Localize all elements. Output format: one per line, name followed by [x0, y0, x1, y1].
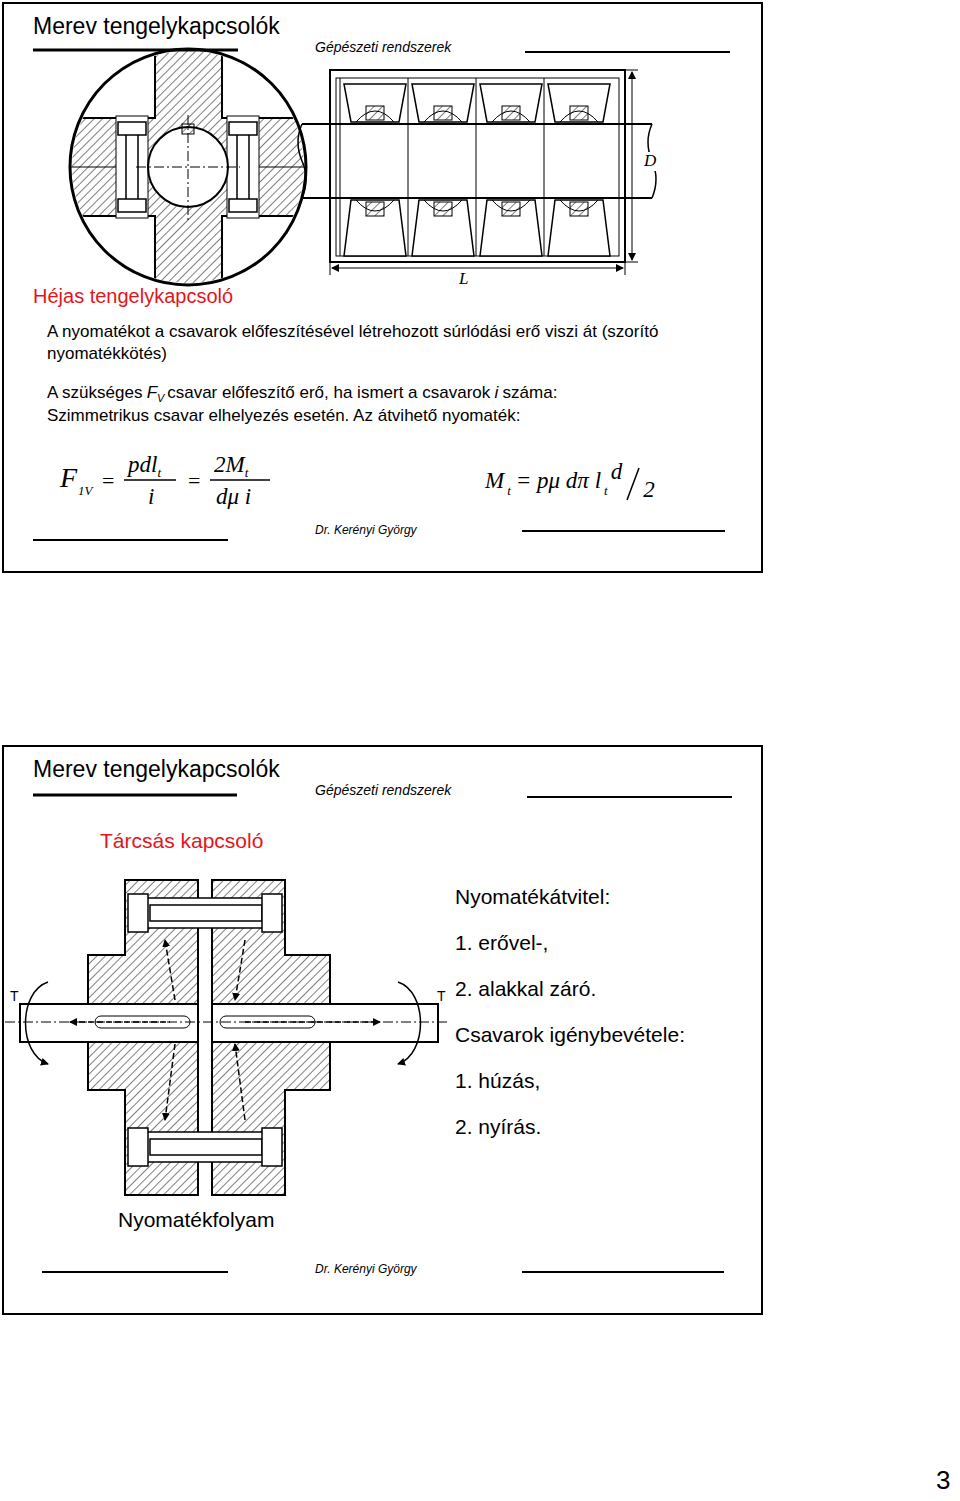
header-text: Gépészeti rendszerek — [315, 39, 451, 55]
formula-symbol: M — [485, 468, 504, 493]
slide-frame: A szükségesFVcsavar előfeszítő erő, ha i… — [2, 2, 763, 573]
formula-subscript: 1V — [78, 484, 92, 497]
dimension-label: D — [642, 152, 658, 171]
author-text: Dr. Kerényi György — [315, 1263, 417, 1277]
formula-subscript: V — [157, 392, 164, 404]
formula-subscript: t — [507, 483, 511, 498]
torque-label: T — [437, 988, 446, 1004]
dimension-label: L — [457, 270, 470, 289]
body-text: Szimmetrikus csavar elhelyezés esetén. A… — [47, 405, 520, 427]
author-text: Dr. Kerényi György — [315, 524, 417, 538]
section-heading: Héjas tengelykapcsoló — [33, 285, 233, 308]
body-text: 2. alakkal záró. — [455, 977, 596, 1001]
body-text: csavar előfeszítő erő, ha ismert a csava… — [167, 383, 490, 402]
body-text: Nyomatékátvitel: — [455, 885, 610, 909]
text-run: A szükséges FVcsavar előfeszítő erő, ha i… — [47, 382, 562, 405]
formula-symbol: dμ i — [216, 485, 251, 508]
page-number: 3 — [936, 1466, 950, 1496]
formula-symbol: d — [611, 459, 623, 484]
formula-symbol: F — [60, 464, 77, 492]
section-heading: Tárcsás kapcsoló — [100, 829, 263, 853]
fraction-slash — [625, 467, 641, 501]
formula-subscript: t — [157, 466, 161, 479]
formula-symbol: F — [147, 383, 157, 402]
slide-title: Merev tengelykapcsolók — [33, 756, 280, 782]
body-text: A szükséges — [47, 383, 142, 402]
formula-symbol: i — [495, 383, 499, 402]
formula-operator: = — [102, 470, 114, 492]
body-text: száma: — [503, 383, 558, 402]
body-text: A nyomatékot a csavarok előfeszítésével … — [47, 321, 717, 365]
body-text: Csavarok igénybevétele: — [455, 1023, 685, 1047]
slide-frame: Merev tengelykapcsolókGépészeti rendszer… — [2, 745, 763, 1315]
formula-subscript: t — [245, 466, 249, 479]
header-text: Gépészeti rendszerek — [315, 782, 451, 798]
text-run: Mt= pμ dπ ltd2 — [485, 460, 658, 503]
formula-symbol: i — [148, 485, 154, 508]
torque-label: T — [10, 988, 19, 1004]
formula-subscript: t — [604, 483, 608, 498]
formula-symbol: 2 — [643, 477, 655, 502]
body-text: 2. nyírás. — [455, 1115, 541, 1139]
formula-symbol: 2M — [214, 453, 245, 476]
formula-symbol: = pμ dπ l — [516, 468, 601, 493]
body-text: 1. húzás, — [455, 1069, 540, 1093]
slide-title: Merev tengelykapcsolók — [33, 13, 280, 39]
figure-caption: Nyomatékfolyam — [118, 1208, 274, 1232]
formula-symbol: pdl — [128, 453, 157, 476]
formula-operator: = — [188, 470, 200, 492]
body-text: 1. erővel-, — [455, 931, 548, 955]
